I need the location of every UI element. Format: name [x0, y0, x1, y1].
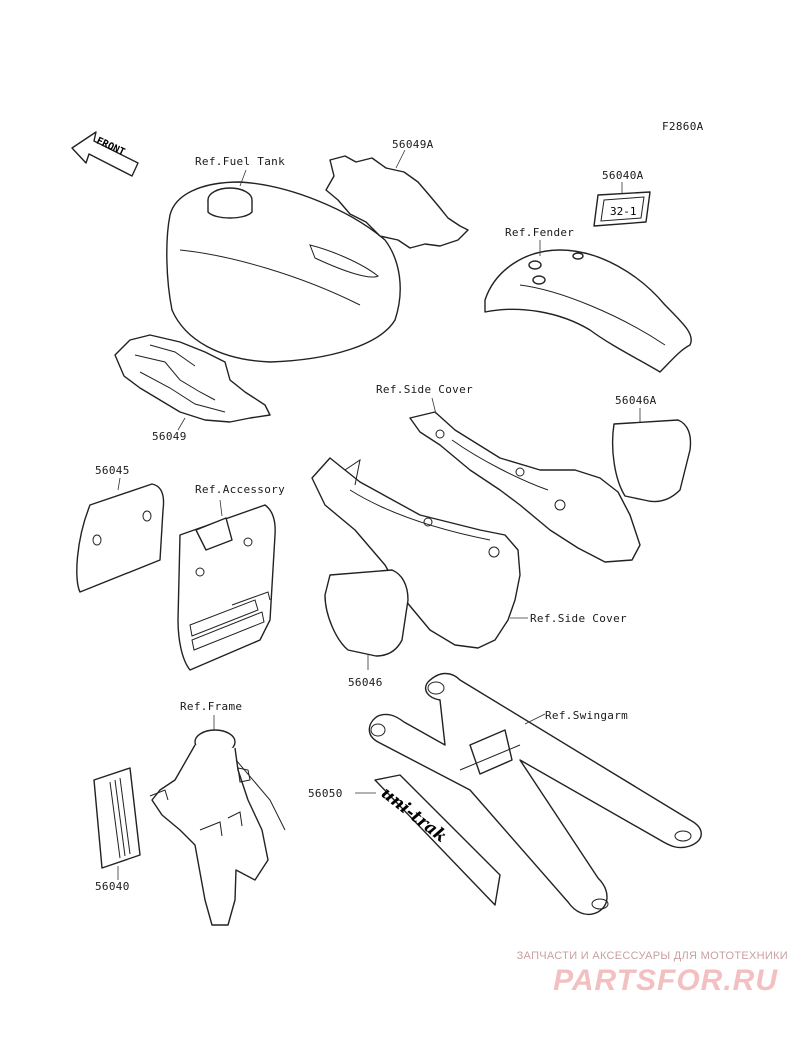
leader-fuel-tank: [239, 169, 247, 187]
decal-56040: [93, 767, 141, 869]
label-56045: 56045: [95, 464, 130, 477]
accessory-bracket: [177, 504, 276, 671]
label-ref-side-cover-right: Ref.Side Cover: [530, 612, 627, 625]
fuel-tank-outline: [166, 181, 401, 363]
uni-trak-decal: uni-trak: [374, 774, 501, 906]
swingarm-outline: [368, 672, 702, 916]
label-56040A: 56040A: [602, 169, 644, 182]
front-arrow-icon: FRONT: [71, 131, 139, 177]
frame-outline: [149, 729, 286, 926]
plate-56045: [76, 483, 165, 593]
number-plate-text: 32-1: [610, 205, 637, 218]
fender-outline: [484, 249, 692, 373]
label-ref-frame: Ref.Frame: [180, 700, 243, 713]
decal-56046A: [611, 419, 692, 503]
number-plate-decal: 32-1: [593, 191, 651, 227]
watermark-tagline: ЗАПЧАСТИ И АКСЕССУАРЫ ДЛЯ МОТОТЕХНИКИ: [516, 950, 788, 962]
label-ref-accessory: Ref.Accessory: [195, 483, 285, 496]
decal-56049A: [325, 155, 469, 249]
label-56046A: 56046A: [615, 394, 657, 407]
label-56049A: 56049A: [392, 138, 434, 151]
figure-code: F2860A: [662, 120, 704, 133]
side-cover-upper: [409, 411, 641, 563]
label-ref-swingarm: Ref.Swingarm: [545, 709, 629, 722]
label-56040: 56040: [95, 880, 130, 893]
watermark-logo: PARTSFOR.RU: [553, 964, 778, 997]
decal-56049: [114, 334, 271, 423]
label-56046: 56046: [348, 676, 383, 689]
decal-56046: [324, 569, 409, 657]
label-56049: 56049: [152, 430, 187, 443]
label-ref-side-cover-top: Ref.Side Cover: [376, 383, 473, 396]
label-ref-fender: Ref.Fender: [505, 226, 575, 239]
label-ref-fuel-tank: Ref.Fuel Tank: [195, 155, 285, 168]
label-56050: 56050: [308, 787, 343, 800]
